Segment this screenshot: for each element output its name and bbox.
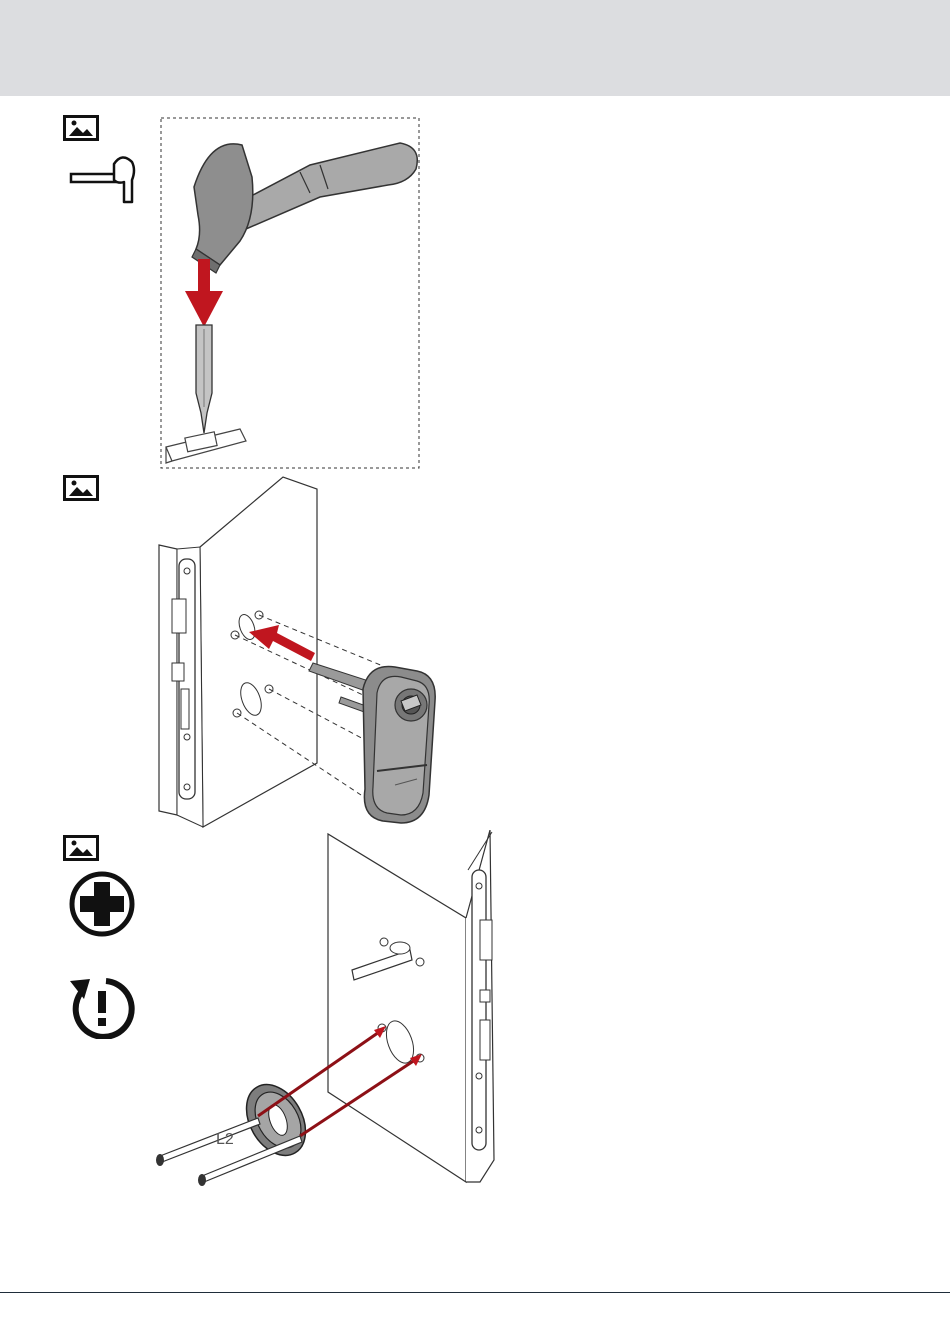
header-band bbox=[0, 0, 950, 96]
footer-rule bbox=[0, 1292, 950, 1293]
hammer-icon bbox=[66, 150, 138, 206]
image-icon bbox=[63, 835, 99, 861]
rosette-mount-illustration bbox=[150, 830, 500, 1190]
image-icon bbox=[63, 115, 99, 141]
hammer-punch-illustration bbox=[160, 117, 422, 471]
image-icon bbox=[63, 475, 99, 501]
cylinder-insert-illustration bbox=[155, 475, 445, 830]
screw-length-label: L2 bbox=[216, 1131, 234, 1149]
rotate-caution-icon bbox=[66, 975, 138, 1039]
phillips-screwdriver-icon bbox=[68, 870, 136, 938]
